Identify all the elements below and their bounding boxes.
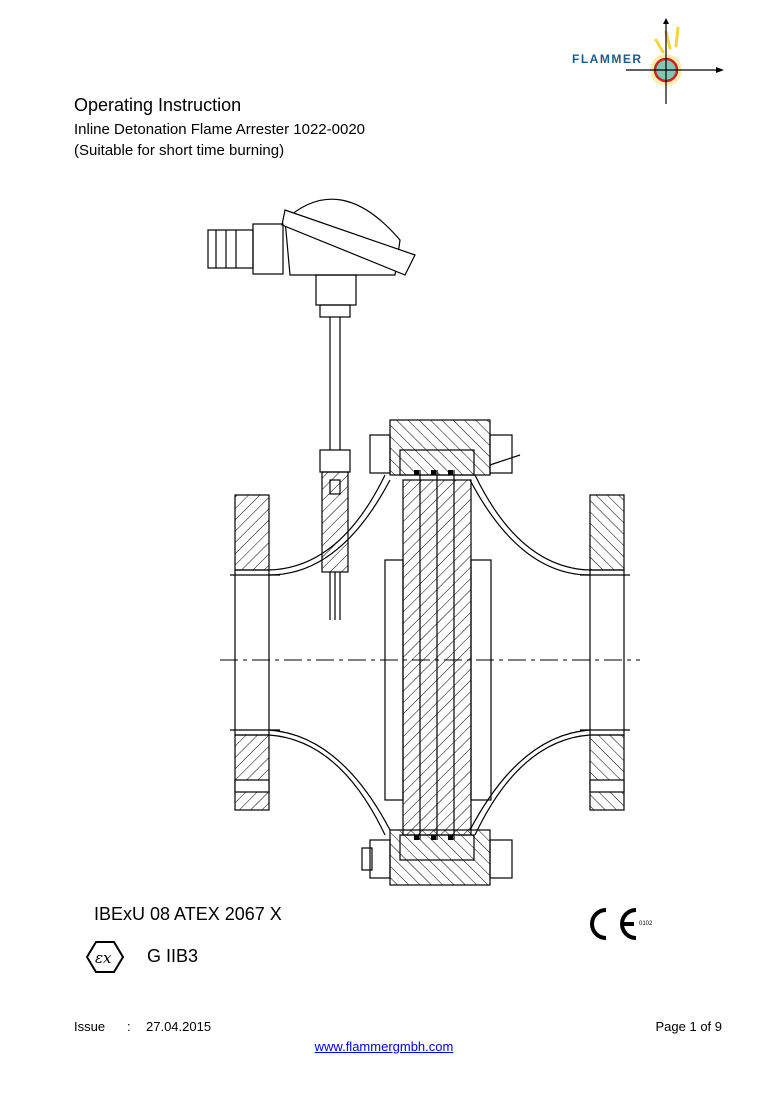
issue-separator: :	[127, 1019, 131, 1034]
ex-hexagon-icon: εx	[86, 941, 124, 973]
flame-arrester-drawing	[207, 198, 640, 886]
atex-certificate: IBExU 08 ATEX 2067 X	[94, 904, 282, 924]
notified-body-number: 0102	[639, 921, 653, 927]
flammer-logo	[626, 18, 724, 104]
website-link[interactable]: www.flammergmbh.com	[314, 1039, 454, 1054]
issue-label: Issue	[74, 1019, 106, 1034]
gas-group: G IIB3	[147, 946, 199, 966]
document-title: Operating Instruction	[74, 95, 242, 115]
document-subtitle-note: (Suitable for short time burning)	[74, 142, 285, 159]
issue-date: 27.04.2015	[146, 1019, 212, 1034]
logo-text: FLAMMER	[572, 52, 643, 66]
page-number: Page 1 of 9	[655, 1019, 723, 1034]
svg-text:εx: εx	[95, 949, 112, 967]
ce-mark-icon	[590, 908, 637, 940]
document-subtitle: Inline Detonation Flame Arrester 1022-00…	[74, 121, 366, 138]
